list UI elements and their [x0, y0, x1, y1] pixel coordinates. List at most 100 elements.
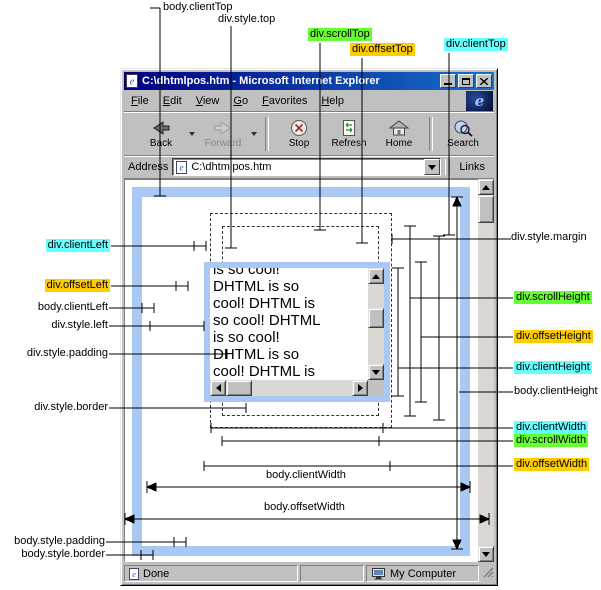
scroll-thumb[interactable] — [226, 380, 252, 396]
chevron-down-icon — [428, 164, 437, 170]
label-div-scrollTop: div.scrollTop — [308, 28, 372, 41]
label-div-style-left: div.style.left — [51, 319, 108, 331]
back-button[interactable]: Back — [136, 115, 186, 153]
home-icon — [388, 119, 410, 135]
toolbar-separator — [429, 116, 433, 151]
search-button[interactable]: Search — [438, 115, 488, 153]
label-div-offsetTop: div.offsetTop — [350, 43, 415, 56]
left-arrow-icon — [215, 384, 221, 392]
scroll-down-button[interactable] — [478, 546, 494, 562]
status-zone-panel: My Computer — [366, 565, 479, 582]
menu-go[interactable]: Go — [233, 95, 249, 107]
scroll-down-button[interactable] — [368, 364, 384, 380]
label-div-scrollWidth: div.scrollWidth — [514, 434, 589, 447]
status-page-icon: e — [129, 567, 139, 580]
svg-text:e: e — [132, 570, 136, 579]
stop-button[interactable]: Stop — [274, 115, 324, 153]
div-text-line: is so cool! — [213, 329, 280, 346]
links-label[interactable]: Links — [459, 161, 485, 173]
scroll-right-button[interactable] — [352, 380, 368, 396]
div-vertical-scrollbar[interactable] — [368, 268, 384, 380]
label-body-clientWidth: body.clientWidth — [266, 469, 346, 481]
forward-dropdown-icon[interactable] — [251, 131, 257, 136]
up-arrow-icon — [372, 273, 380, 279]
my-computer-icon — [372, 568, 385, 580]
forward-arrow-icon — [214, 120, 231, 135]
minimize-icon — [444, 83, 452, 85]
label-body-offsetWidth: body.offsetWidth — [264, 501, 345, 513]
scroll-up-button[interactable] — [478, 179, 494, 195]
label-div-style-margin: div.style.margin — [511, 231, 587, 243]
maximize-button[interactable] — [458, 74, 474, 88]
address-input[interactable]: e C:\dhtmlpos.htm — [172, 158, 442, 176]
div-text-line: DHTML is so — [213, 278, 300, 295]
body-vertical-scrollbar[interactable] — [478, 179, 494, 562]
menu-view[interactable]: View — [195, 95, 220, 107]
scrollbar-corner — [368, 380, 384, 396]
toolbar: Back Forward Stop Refresh Home — [124, 112, 494, 156]
minimize-button[interactable] — [440, 74, 456, 88]
back-dropdown-icon[interactable] — [189, 131, 195, 136]
right-arrow-icon — [357, 384, 363, 392]
refresh-button[interactable]: Refresh — [324, 115, 374, 153]
back-arrow-icon — [153, 120, 170, 135]
scroll-thumb[interactable] — [478, 195, 494, 223]
label-div-offsetHeight: div.offsetHeight — [514, 330, 593, 343]
resize-grip[interactable] — [481, 565, 494, 582]
links-grip[interactable] — [445, 159, 451, 175]
addressbar: Address e C:\dhtmlpos.htm Links — [124, 156, 494, 179]
label-div-style-padding: div.style.padding — [26, 347, 108, 359]
close-button[interactable] — [476, 74, 492, 88]
maximize-icon — [462, 77, 470, 85]
div-text: is so cool! DHTML is so cool! DHTML is s… — [210, 268, 368, 380]
menu-file[interactable]: File — [131, 95, 149, 107]
scroll-thumb[interactable] — [368, 308, 384, 328]
zone-text: My Computer — [390, 567, 457, 580]
scroll-up-button[interactable] — [368, 268, 384, 284]
label-body-clientLeft: body.clientLeft — [37, 301, 108, 313]
window-title: C:\dhtmlpos.htm - Microsoft Internet Exp… — [142, 75, 380, 87]
stop-icon — [291, 119, 307, 136]
menu-help[interactable]: Help — [321, 95, 344, 107]
down-arrow-icon — [372, 369, 380, 375]
dhtml-div-element: is so cool! DHTML is so cool! DHTML is s… — [204, 262, 390, 402]
status-empty-panel — [300, 565, 364, 582]
label-div-clientLeft: div.clientLeft — [45, 239, 110, 252]
scroll-left-button[interactable] — [210, 380, 226, 396]
label-div-clientTop: div.clientTop — [444, 38, 508, 51]
toolbar-separator — [265, 116, 269, 151]
div-text-line: so cool! DHTML — [213, 312, 321, 329]
status-text: Done — [143, 567, 170, 580]
label-div-scrollHeight: div.scrollHeight — [514, 291, 592, 304]
label-div-style-top: div.style.top — [218, 13, 276, 25]
label-div-offsetWidth: div.offsetWidth — [514, 458, 590, 471]
ie-page-icon: e — [126, 74, 138, 88]
div-horizontal-scrollbar[interactable] — [210, 380, 368, 396]
div-text-line: is so cool! — [213, 268, 280, 278]
address-value: C:\dhtmlpos.htm — [191, 161, 272, 173]
div-text-line: DHTML is so — [213, 346, 300, 363]
label-body-clientTop: body.clientTop — [163, 1, 233, 13]
address-dropdown-button[interactable] — [424, 159, 441, 175]
forward-button[interactable]: Forward — [198, 115, 248, 153]
label-div-style-border: div.style.border — [34, 401, 108, 413]
titlebar[interactable]: e C:\dhtmlpos.htm - Microsoft Internet E… — [124, 72, 494, 90]
page-icon: e — [176, 160, 188, 174]
div-text-line: cool! DHTML is — [213, 363, 315, 380]
menu-favorites[interactable]: Favorites — [262, 95, 308, 107]
ie-logo-icon: e — [466, 91, 493, 111]
svg-text:e: e — [180, 162, 184, 172]
svg-text:e: e — [130, 77, 135, 88]
menu-edit[interactable]: Edit — [162, 95, 182, 107]
address-label: Address — [128, 161, 169, 173]
home-button[interactable]: Home — [374, 115, 424, 153]
menubar: File Edit View Go Favorites Help e — [124, 91, 494, 112]
div-text-line: cool! DHTML is — [213, 295, 315, 312]
label-body-clientHeight: body.clientHeight — [514, 385, 598, 397]
label-div-offsetLeft: div.offsetLeft — [44, 279, 110, 292]
label-div-clientWidth: div.clientWidth — [514, 421, 589, 434]
search-icon — [454, 120, 473, 137]
label-div-clientHeight: div.clientHeight — [514, 361, 592, 374]
close-icon — [480, 77, 488, 85]
